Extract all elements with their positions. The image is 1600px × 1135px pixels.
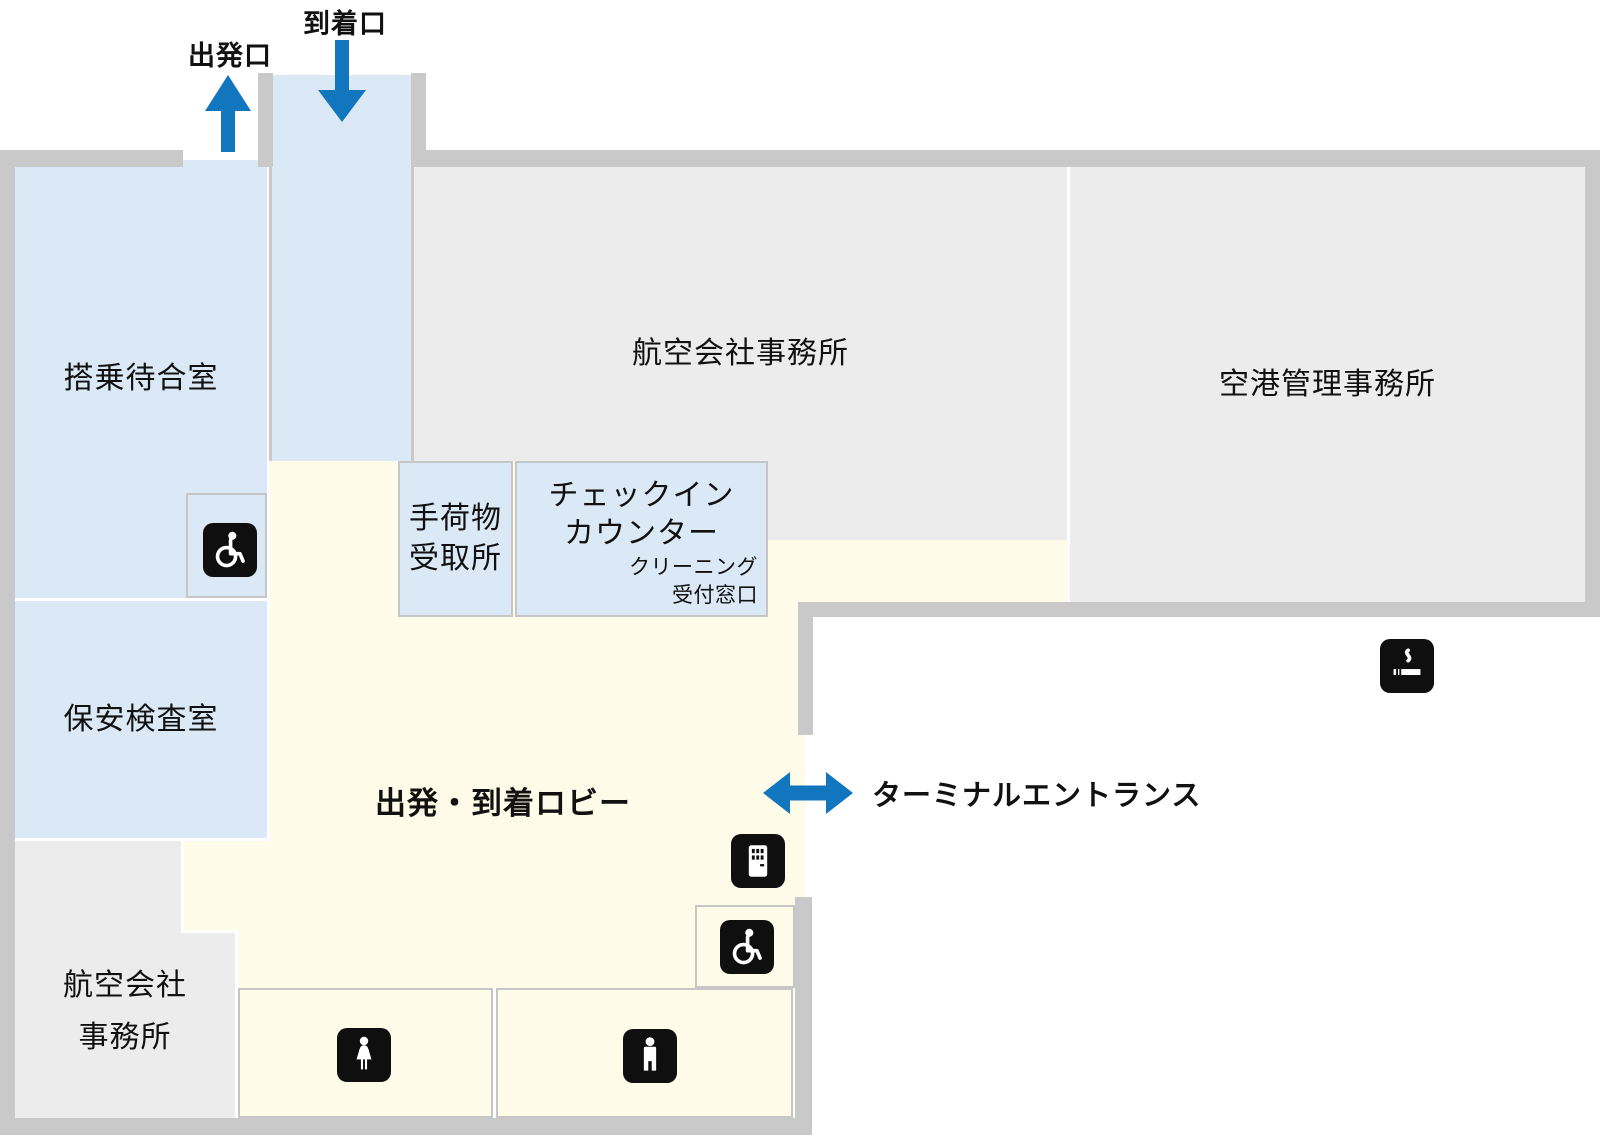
arrival-corridor [269,75,414,461]
airline-office-bottom-label: 航空会社 事務所 [63,969,187,1054]
terminal-entrance-arrow [763,768,853,818]
airline-office-top-label: 航空会社事務所 [632,336,849,370]
wall-east-upper [798,617,813,735]
room-boarding-lounge: 搭乗待合室 [15,160,267,598]
airline-office-top-patch [768,461,798,541]
room-airline-office-bottom [15,841,181,1118]
wall-bottom [0,1118,812,1135]
arrival-gate-label: 到着口 [303,9,387,39]
arrival-down-arrow [318,40,366,122]
wall-corridor-stub-right [411,73,426,167]
room-baggage-claim: 手荷物 受取所 [398,461,513,617]
vending-machine-icon [731,834,785,888]
wheelchair-icon [720,920,774,974]
checkin-counter-label: チェックイン カウンター [548,479,735,550]
cleaning-window-label: クリーニング 受付窓口 [629,556,758,607]
lobby-entrance-opening [798,735,805,897]
baggage-claim-label: 手荷物 受取所 [409,502,502,575]
smoking-area-icon [1380,639,1434,693]
wall-south-of-offices [798,602,1600,617]
room-security-inspection: 保安検査室 [15,601,267,838]
lobby-label: 出発・到着ロビー [375,786,631,821]
room-airport-admin-office: 空港管理事務所 [1070,167,1585,602]
restroom-female-icon [337,1028,391,1082]
wall-east-lower [795,897,812,1118]
terminal-entrance-label: ターミナルエントランス [872,780,1202,812]
room-airline-office-bottom-ext [181,933,235,1118]
wheelchair-icon [203,523,257,577]
restroom-male-icon [623,1029,677,1083]
wall-top-left [0,150,183,167]
lobby-notch-lower [238,930,270,988]
wall-right [1585,167,1600,617]
security-inspection-label: 保安検査室 [63,702,219,736]
wall-left [0,150,15,1135]
wall-corridor-stub-left [258,73,273,167]
departure-gate-label: 出発口 [188,41,272,71]
boarding-lounge-label: 搭乗待合室 [63,362,219,395]
room-checkin-counter: チェックイン カウンター クリーニング 受付窓口 [515,461,768,617]
airport-admin-office-label: 空港管理事務所 [1219,367,1436,401]
wall-top-right [426,150,1600,167]
lobby-notch-upper [184,841,270,930]
lobby-strip-front-of-offices [768,540,1067,602]
departure-up-arrow [205,75,251,152]
